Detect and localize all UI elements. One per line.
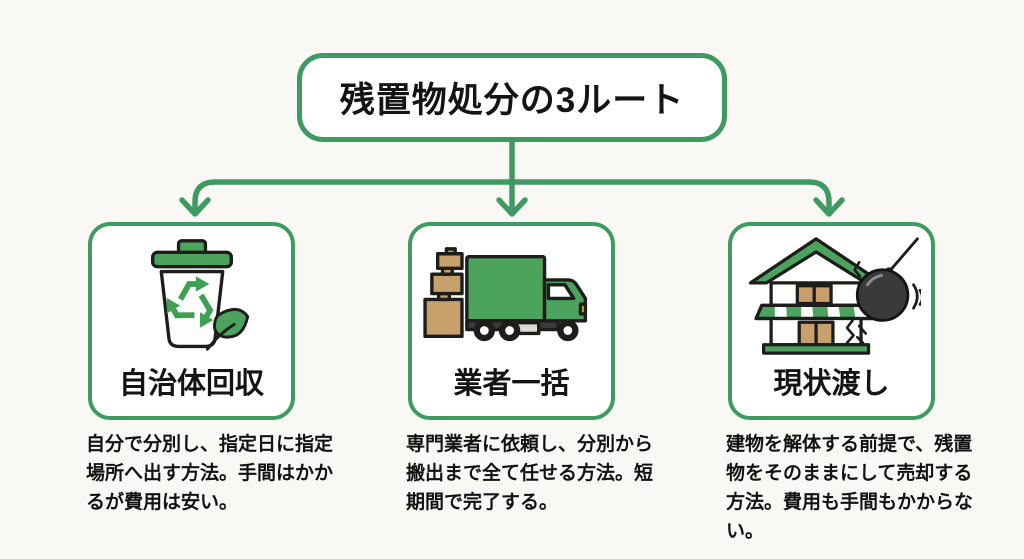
route-card-municipal: 自治体回収 — [88, 222, 295, 420]
route-label-asis: 現状渡し — [773, 368, 890, 400]
route-label-contractor: 業者一括 — [453, 368, 570, 400]
page-title: 残置物処分の3ルート — [339, 81, 685, 120]
route-card-asis: 現状渡し — [728, 222, 935, 420]
recycle-bin-icon — [92, 226, 291, 360]
house-demolition-icon — [732, 226, 931, 360]
route-description-municipal: 自分で分別し、指定日に指定場所へ出す方法。手間はかかるが費用は安い。 — [86, 434, 334, 514]
title-box: 残置物処分の3ルート — [297, 53, 727, 142]
route-description-contractor: 専門業者に依頼し、分別から搬出まで全て任せる方法。短期間で完了する。 — [406, 434, 654, 514]
route-card-contractor: 業者一括 — [408, 222, 615, 420]
route-label-municipal: 自治体回収 — [118, 368, 264, 400]
truck-icon — [412, 226, 611, 360]
route-description-asis: 建物を解体する前提で、残置物をそのままにして売却する方法。費用も手間もかからない… — [726, 434, 974, 543]
